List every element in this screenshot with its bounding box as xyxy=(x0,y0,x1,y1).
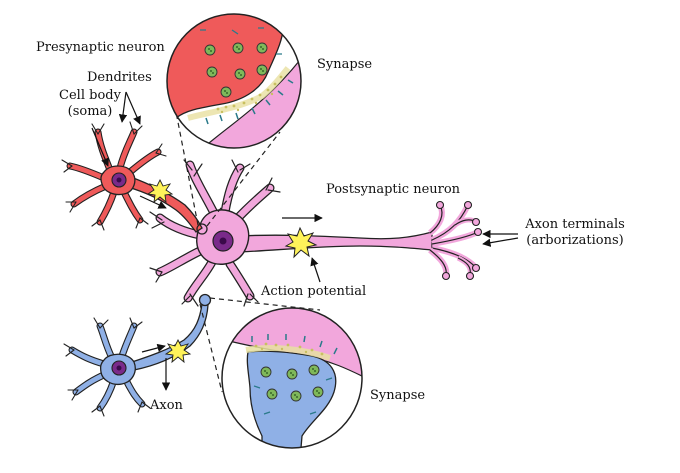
synapse-closeup-top xyxy=(166,13,302,149)
spark-blue xyxy=(164,338,192,364)
label-action-potential: Action potential xyxy=(261,284,367,299)
axon-terminals xyxy=(428,203,480,277)
presynaptic-dendrites xyxy=(61,121,167,231)
spark-postsynaptic xyxy=(284,226,318,259)
presynaptic-neuron xyxy=(61,121,203,233)
label-postsynaptic-neuron: Postsynaptic neuron xyxy=(326,182,461,197)
label-axon-terminals: Axon terminals (arborizations) xyxy=(518,217,632,249)
blue-neuron xyxy=(63,303,209,417)
synapse-closeup-bottom xyxy=(221,307,363,449)
bottom-vesicles xyxy=(260,364,324,402)
label-axon-terminals-line1: Axon terminals xyxy=(525,217,625,232)
top-synapse-marker xyxy=(196,223,208,235)
annotation-arrows xyxy=(91,91,519,391)
label-cell-body-line1: Cell body xyxy=(59,88,121,103)
bottom-synapse-marker xyxy=(198,293,212,307)
label-presynaptic-neuron: Presynaptic neuron xyxy=(36,40,165,55)
label-cell-body: Cell body (soma) xyxy=(50,88,130,120)
postsynaptic-axon xyxy=(239,231,433,253)
label-axon: Axon xyxy=(150,398,183,413)
label-synapse-top: Synapse xyxy=(317,57,373,72)
spark-presynaptic xyxy=(146,178,174,204)
label-cell-body-line2: (soma) xyxy=(67,104,113,119)
label-synapse-bottom: Synapse xyxy=(370,388,426,403)
top-vesicles xyxy=(204,42,268,98)
label-axon-terminals-line2: (arborizations) xyxy=(526,233,624,248)
label-dendrites: Dendrites xyxy=(87,70,152,85)
blue-axon xyxy=(131,303,209,371)
presynaptic-axon xyxy=(123,175,203,233)
postsynaptic-neuron xyxy=(149,159,483,307)
